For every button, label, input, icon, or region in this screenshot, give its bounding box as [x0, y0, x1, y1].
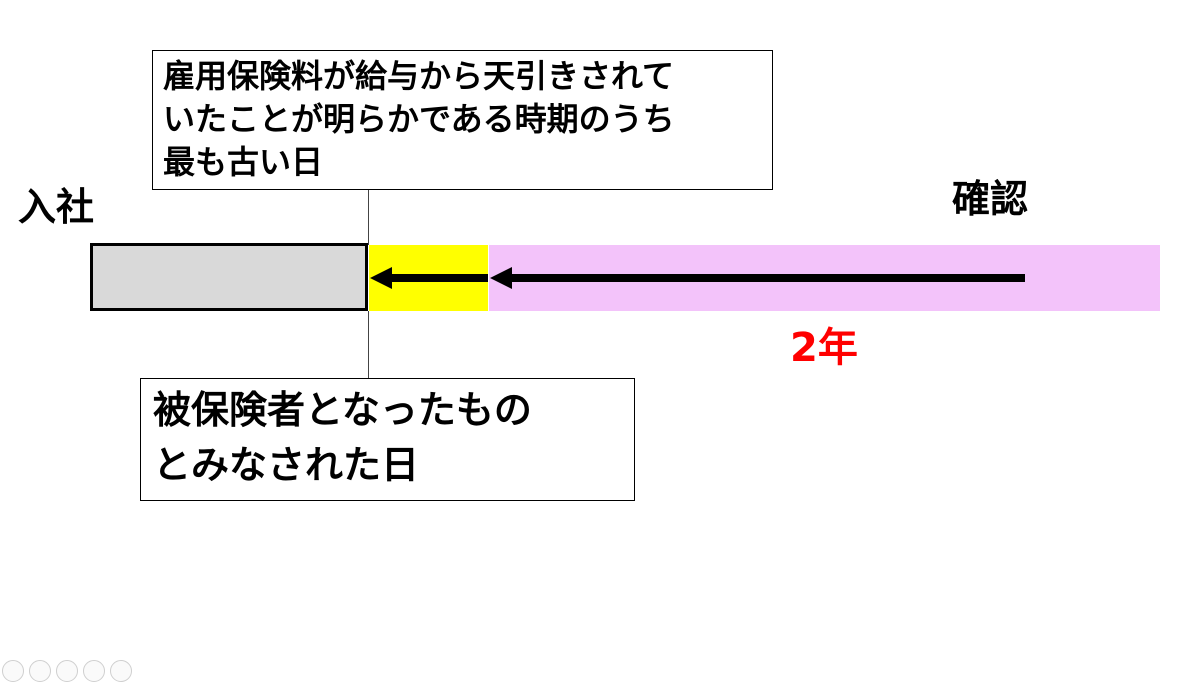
two-year-band — [489, 245, 1160, 311]
note-line: 最も古い日 — [163, 143, 324, 181]
pen-icon[interactable] — [29, 660, 51, 682]
duration-label: 2年 — [790, 325, 858, 371]
slides-icon[interactable] — [56, 660, 78, 682]
slideshow-toolbar — [2, 660, 132, 682]
note-line: 被保険者となったもの — [153, 388, 532, 432]
zoom-icon[interactable] — [83, 660, 105, 682]
retroactive-gap-band — [369, 245, 488, 311]
note-line: 雇用保険料が給与から天引きされて — [163, 57, 675, 95]
note-deemed-insured-date: 被保険者となったもの とみなされた日 — [140, 378, 635, 501]
note-earliest-deduction-date: 雇用保険料が給与から天引きされて いたことが明らかである時期のうち 最も古い日 — [152, 50, 773, 190]
marker-line-lower — [368, 311, 369, 378]
note-line: とみなされた日 — [153, 443, 420, 487]
marker-line-upper — [368, 190, 369, 245]
insured-period-box — [90, 243, 368, 311]
label-confirm: 確認 — [952, 177, 1029, 221]
note-line: いたことが明らかである時期のうち — [163, 100, 675, 138]
play-icon[interactable] — [2, 660, 24, 682]
label-start: 入社 — [18, 185, 95, 229]
more-icon[interactable] — [110, 660, 132, 682]
